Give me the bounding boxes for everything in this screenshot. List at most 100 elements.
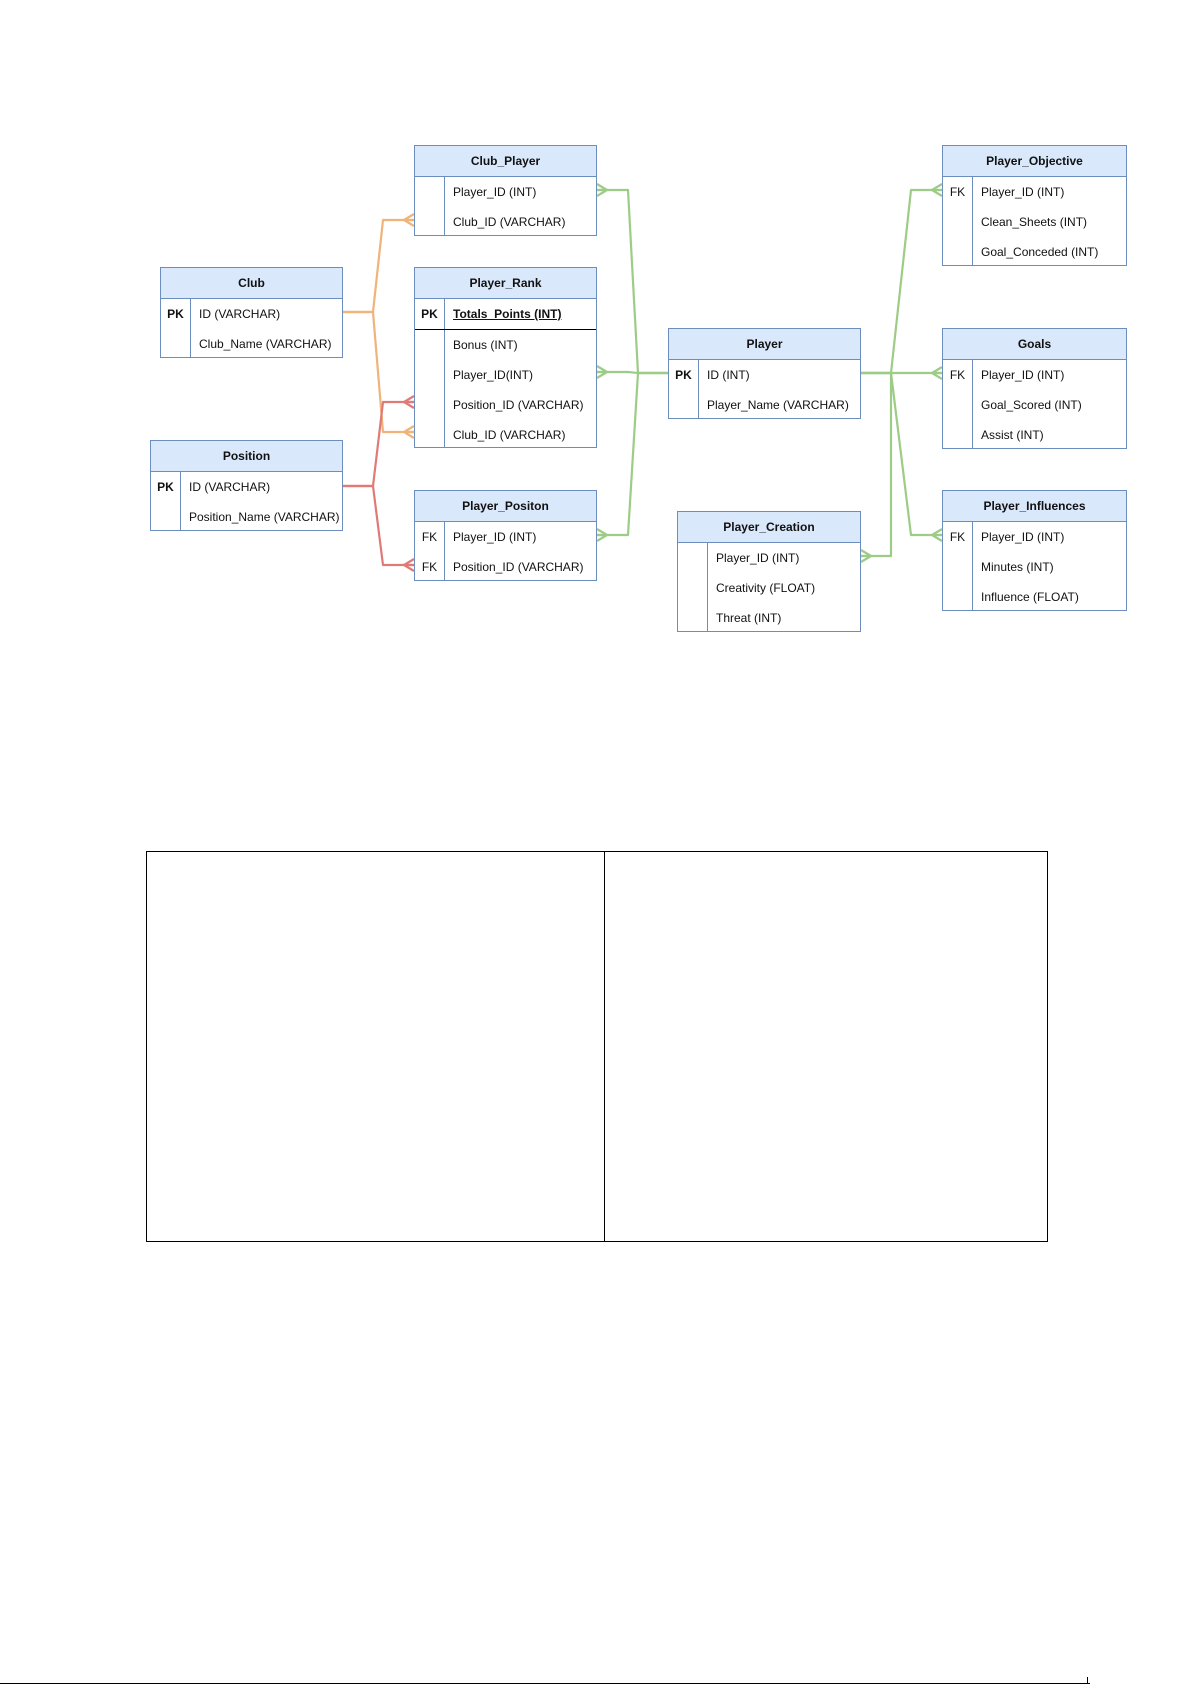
field-label: Player_ID (INT) (453, 530, 537, 544)
entity-title: Player_Creation (678, 512, 860, 543)
entity-field-row: Player_ID(INT) (415, 360, 596, 390)
position-to-player-positon-link (343, 484, 414, 567)
entity-title: Position (151, 441, 342, 472)
field-label: Position_ID (VARCHAR) (453, 560, 584, 574)
entity-field-row: Player_ID (INT) (678, 543, 860, 573)
empty-table (146, 851, 1048, 1242)
key-column-divider (972, 521, 973, 611)
key-column-divider (190, 298, 191, 358)
entity-field-row: PK ID (INT) (669, 360, 860, 390)
club-to-club-player-link (343, 218, 414, 314)
entity-field-row: PK ID (VARCHAR) (161, 299, 342, 329)
key-label (669, 390, 698, 420)
key-label (943, 420, 972, 450)
field-label: Goal_Scored (INT) (981, 398, 1082, 412)
entity-field-row: Creativity (FLOAT) (678, 573, 860, 603)
key-label (415, 207, 444, 237)
crows-foot-marker (931, 366, 943, 380)
field-label: Player_ID (INT) (981, 185, 1065, 199)
key-label (415, 360, 444, 390)
key-column-divider (444, 176, 445, 236)
crows-foot-marker (931, 528, 943, 542)
crows-foot-marker (403, 213, 415, 227)
key-label (415, 420, 444, 450)
field-label: Bonus (INT) (453, 338, 518, 352)
field-label: Threat (INT) (716, 611, 782, 625)
key-label: FK (949, 368, 966, 382)
field-label: Club_ID (VARCHAR) (453, 215, 566, 229)
entity-field-row: Clean_Sheets (INT) (943, 207, 1126, 237)
crows-foot-marker (860, 549, 872, 563)
entity-field-row: Player_ID (INT) (415, 177, 596, 207)
field-label: ID (INT) (707, 368, 750, 382)
key-column-divider (698, 359, 699, 419)
entity-field-row: Threat (INT) (678, 603, 860, 633)
entity-field-row: Position_Name (VARCHAR) (151, 502, 342, 532)
entity-field-row: Goal_Scored (INT) (943, 390, 1126, 420)
field-label: Clean_Sheets (INT) (981, 215, 1088, 229)
field-label: Player_ID(INT) (453, 368, 534, 382)
field-label: Goal_Conceded (INT) (981, 245, 1099, 259)
key-column-divider (180, 471, 181, 531)
entity-field-row: Goal_Conceded (INT) (943, 237, 1126, 267)
entity-field-row: Position_ID (VARCHAR) (415, 390, 596, 420)
crows-foot-marker (403, 425, 415, 439)
footer-mark (1087, 1677, 1088, 1683)
empty-table-divider (604, 852, 605, 1241)
key-column-divider (707, 542, 708, 632)
entity-title: Player_Objective (943, 146, 1126, 177)
key-label (678, 543, 707, 573)
key-label (161, 329, 190, 359)
key-label (415, 330, 444, 360)
field-label: Influence (FLOAT) (981, 590, 1079, 604)
key-column-divider (972, 176, 973, 266)
key-label: FK (949, 530, 966, 544)
player-to-player-influences-link (861, 371, 942, 537)
key-label (678, 603, 707, 633)
field-label: Totals_Points (INT) (453, 307, 562, 321)
field-label: Club_ID (VARCHAR) (453, 428, 566, 442)
entity-title: Player (669, 329, 860, 360)
field-label: ID (VARCHAR) (199, 307, 281, 321)
player-to-player-objective-link (861, 188, 942, 375)
entity-title: Club_Player (415, 146, 596, 177)
player-to-club-player-link (597, 188, 668, 375)
entity-field-row: Club_ID (VARCHAR) (415, 207, 596, 237)
key-label (943, 237, 972, 267)
club-to-player-rank-link (343, 310, 414, 434)
field-label: ID (VARCHAR) (189, 480, 271, 494)
field-label: Player_ID (INT) (981, 368, 1065, 382)
crows-foot-marker (931, 183, 943, 197)
key-label: PK (167, 307, 184, 321)
field-label: Player_ID (INT) (453, 185, 537, 199)
entity-title: Player_Influences (943, 491, 1126, 522)
crows-foot-marker (596, 528, 608, 542)
key-label (943, 582, 972, 612)
entity-field-row: Club_ID (VARCHAR) (415, 420, 596, 450)
field-label: Position_Name (VARCHAR) (189, 510, 340, 524)
field-label: Position_ID (VARCHAR) (453, 398, 584, 412)
key-label (943, 207, 972, 237)
entity-title: Player_Rank (415, 268, 596, 299)
field-label: Player_ID (INT) (716, 551, 800, 565)
key-label (943, 390, 972, 420)
key-label (151, 502, 180, 532)
key-label: PK (675, 368, 692, 382)
entity-field-row: Assist (INT) (943, 420, 1126, 450)
key-column-divider (444, 298, 445, 448)
position-to-player-rank-link (343, 400, 414, 488)
key-column-divider (972, 359, 973, 449)
footer-rule (0, 1683, 1090, 1684)
